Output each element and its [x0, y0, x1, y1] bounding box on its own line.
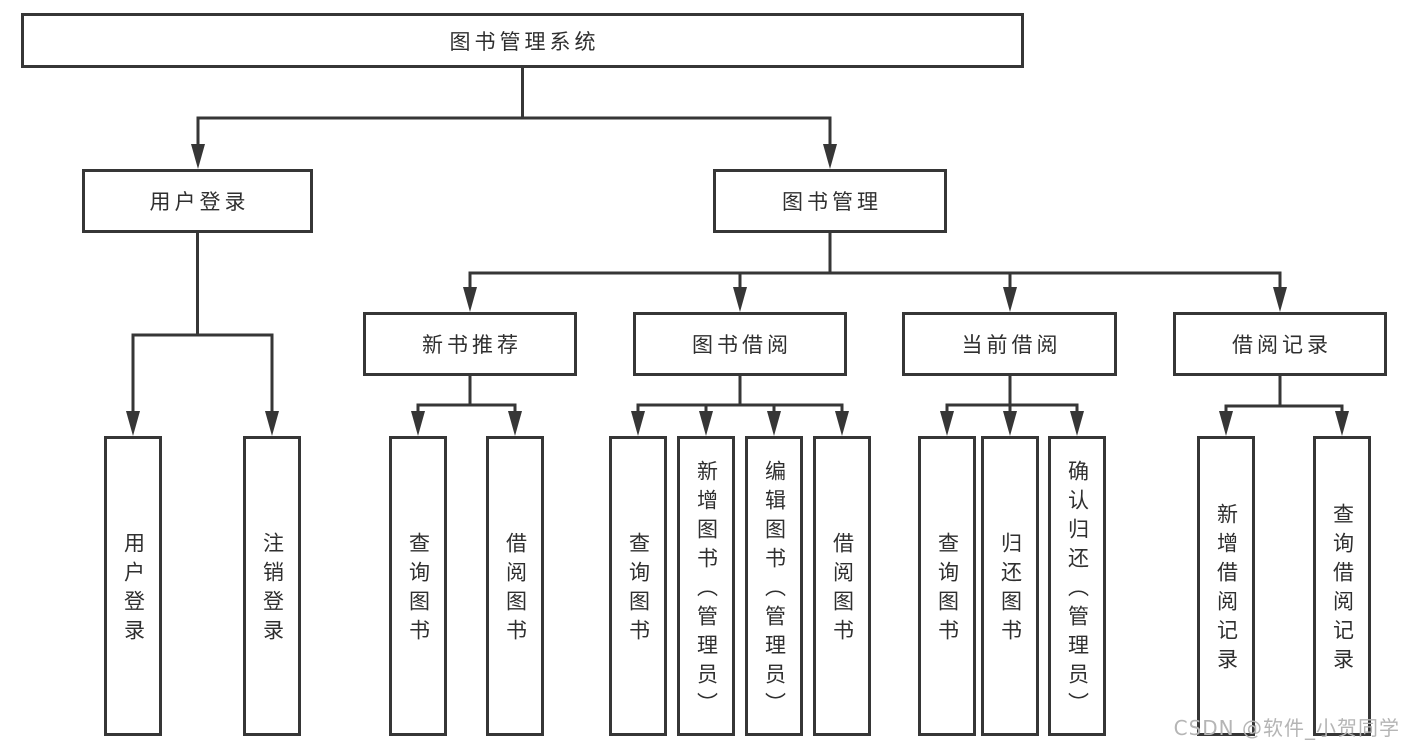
leaf-user-login: 用户登录	[104, 436, 162, 736]
leaf-confirm-return-admin: 确认归还（管理员）	[1048, 436, 1106, 736]
node-user-login: 用户登录	[82, 169, 313, 233]
connector-book-management-children	[463, 231, 1287, 312]
connector-root-to-level1	[191, 66, 837, 169]
node-current-borrowing: 当前借阅	[902, 312, 1117, 376]
arrowhead-icon	[191, 144, 205, 169]
leaf-logout: 注销登录	[243, 436, 301, 736]
connector-line	[131, 231, 274, 413]
node-book-management: 图书管理	[713, 169, 947, 233]
arrowhead-icon	[1003, 287, 1017, 312]
csdn-watermark: CSDN @软件_小贺同学	[1173, 716, 1400, 740]
arrowhead-icon	[631, 411, 645, 436]
connector-line	[1224, 374, 1344, 413]
arrowhead-icon	[1219, 411, 1233, 436]
connector-line	[196, 66, 832, 147]
leaf-query-books-borrow: 查询图书	[609, 436, 667, 736]
arrowhead-icon	[411, 411, 425, 436]
node-book-borrowing: 图书借阅	[633, 312, 847, 376]
connector-line	[945, 374, 1079, 413]
connector-new-book-children	[411, 374, 522, 436]
node-new-book-recommendation: 新书推荐	[363, 312, 577, 376]
connector-current-borrow-children	[940, 374, 1084, 436]
connector-line	[468, 231, 1282, 289]
arrowhead-icon	[1003, 411, 1017, 436]
arrowhead-icon	[1335, 411, 1349, 436]
leaf-add-borrow-record: 新增借阅记录	[1197, 436, 1255, 736]
arrowhead-icon	[1273, 287, 1287, 312]
arrowhead-icon	[767, 411, 781, 436]
arrowhead-icon	[733, 287, 747, 312]
node-root-library-management-system: 图书管理系统	[21, 13, 1024, 68]
connector-book-borrow-children	[631, 374, 849, 436]
arrowhead-icon	[1070, 411, 1084, 436]
connector-line	[416, 374, 517, 413]
leaf-query-books-recommend: 查询图书	[389, 436, 447, 736]
arrowhead-icon	[126, 411, 140, 436]
connector-line	[636, 374, 844, 413]
arrowhead-icon	[508, 411, 522, 436]
leaf-query-books-current: 查询图书	[918, 436, 976, 736]
arrowhead-icon	[823, 144, 837, 169]
arrowhead-icon	[835, 411, 849, 436]
connector-user-login-children	[126, 231, 279, 436]
leaf-borrow-books-recommend: 借阅图书	[486, 436, 544, 736]
arrowhead-icon	[265, 411, 279, 436]
leaf-query-borrow-record: 查询借阅记录	[1313, 436, 1371, 736]
connector-borrow-record-children	[1219, 374, 1349, 436]
arrowhead-icon	[463, 287, 477, 312]
arrowhead-icon	[940, 411, 954, 436]
leaf-borrow-books: 借阅图书	[813, 436, 871, 736]
leaf-return-books: 归还图书	[981, 436, 1039, 736]
leaf-add-book-admin: 新增图书（管理员）	[677, 436, 735, 736]
node-borrowing-records: 借阅记录	[1173, 312, 1387, 376]
arrowhead-icon	[699, 411, 713, 436]
leaf-edit-book-admin: 编辑图书（管理员）	[745, 436, 803, 736]
